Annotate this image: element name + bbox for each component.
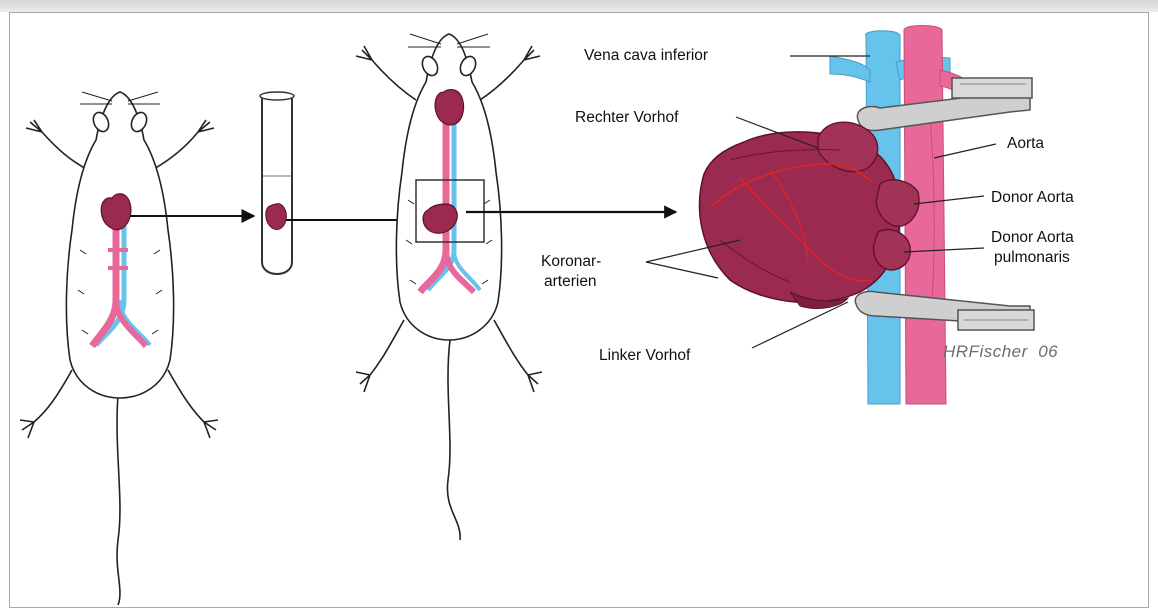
donor-mouse bbox=[20, 92, 218, 605]
donor-mouse-tail bbox=[117, 395, 120, 605]
label-rechter-vorhof: Rechter Vorhof bbox=[575, 108, 678, 127]
label-koronararterien-line2: arterien bbox=[544, 272, 597, 291]
donor-heart bbox=[101, 194, 131, 230]
donor-mouse-front-left-leg bbox=[26, 120, 88, 170]
recipient-mouse-hind-right-leg bbox=[494, 320, 542, 392]
leader-linker-vorhof bbox=[752, 302, 848, 348]
donor-mouse-hind-right-leg bbox=[168, 370, 218, 438]
label-donor-aorta-pulmonaris-line1: Donor Aorta bbox=[991, 228, 1074, 247]
leader-koronar-2 bbox=[646, 262, 718, 278]
label-donor-aorta: Donor Aorta bbox=[991, 188, 1074, 207]
recipient-mouse-front-left-leg bbox=[356, 46, 416, 100]
donor-mouse-body bbox=[66, 92, 173, 398]
label-aorta: Aorta bbox=[1007, 134, 1044, 153]
recipient-native-heart bbox=[435, 90, 464, 125]
recipient-mouse-hind-left-leg bbox=[356, 320, 404, 392]
recipient-mouse-front-right-leg bbox=[480, 46, 540, 100]
label-koronararterien-line1: Koronar- bbox=[541, 252, 601, 271]
donor-mouse-hind-left-leg bbox=[20, 370, 72, 438]
test-tube bbox=[260, 92, 294, 274]
test-tube-glass bbox=[262, 96, 292, 274]
label-linker-vorhof: Linker Vorhof bbox=[599, 346, 690, 365]
donor-mouse-front-right-leg bbox=[152, 120, 214, 170]
artist-signature: HRFischer 06 bbox=[943, 342, 1058, 362]
recipient-mouse-tail bbox=[447, 340, 460, 540]
label-vena-cava-inferior: Vena cava inferior bbox=[584, 46, 708, 65]
label-donor-aorta-pulmonaris-line2: pulmonaris bbox=[994, 248, 1070, 267]
